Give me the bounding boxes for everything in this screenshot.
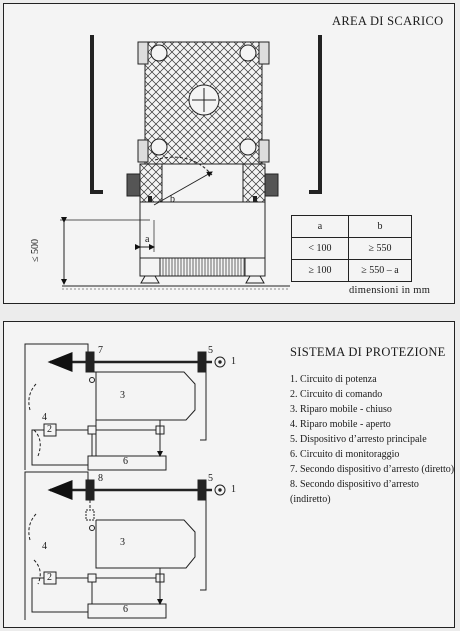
table-row: ≥ 100 ≥ 550 – a xyxy=(291,259,412,282)
diagram1-label-6: 6 xyxy=(123,456,128,467)
diagram2-label-6: 6 xyxy=(123,604,128,615)
diagram2-label-2: 2 xyxy=(47,572,52,583)
diagram2-label-3: 3 xyxy=(120,537,125,548)
table-cell: ≥ 100 xyxy=(291,259,349,282)
diagram1-label-1: 1 xyxy=(231,356,236,367)
legend-item: 5. Dispositivo d’arresto principale xyxy=(290,434,427,445)
legend-item: 6. Circuito di monitoraggio xyxy=(290,449,400,460)
table-cell: ≥ 550 – a xyxy=(348,259,412,282)
diagram1-label-4: 4 xyxy=(42,412,47,423)
height-dimension-label: ≤ 500 xyxy=(30,239,41,262)
legend-item: 4. Riparo mobile - aperto xyxy=(290,419,391,430)
dimension-table: a b < 100 ≥ 550 ≥ 100 ≥ 550 – a xyxy=(291,215,412,282)
table-row: < 100 ≥ 550 xyxy=(291,237,412,260)
legend-item: 3. Riparo mobile - chiuso xyxy=(290,404,392,415)
system-title: SISTEMA DI PROTEZIONE xyxy=(290,345,446,359)
diagram1-label-2: 2 xyxy=(47,424,52,435)
legend-list: 1. Circuito di potenza 2. Circuito di co… xyxy=(290,372,455,507)
area-title: AREA DI SCARICO xyxy=(332,14,444,28)
protection-diagram-1 xyxy=(24,343,226,471)
dimension-b-label: b xyxy=(170,194,175,205)
table-cell: ≥ 550 xyxy=(348,237,412,260)
legend-item: 1. Circuito di potenza xyxy=(290,374,377,385)
table-cell: < 100 xyxy=(291,237,349,260)
diagram2-label-1: 1 xyxy=(231,484,236,495)
legend-item: 8. Secondo dispositivo d’arresto (indire… xyxy=(290,479,419,505)
diagram1-label-5: 5 xyxy=(208,345,213,356)
table-header-a: a xyxy=(291,215,349,238)
diagram2-label-4: 4 xyxy=(42,541,47,552)
legend-item: 7. Secondo dispositivo d’arresto (dirett… xyxy=(290,464,455,475)
table-header-row: a b xyxy=(291,215,412,238)
unloading-area-drawing xyxy=(60,35,322,290)
table-header-b: b xyxy=(348,215,412,238)
diagram1-label-7: 7 xyxy=(98,345,103,356)
dimension-a-label: a xyxy=(145,234,150,245)
protection-diagram-2 xyxy=(24,471,226,620)
units-label: dimensioni in mm xyxy=(349,285,431,296)
legend-item: 2. Circuito di comando xyxy=(290,389,383,400)
diagram2-label-5: 5 xyxy=(208,473,213,484)
protection-system-panel xyxy=(3,321,455,628)
diagram1-label-3: 3 xyxy=(120,390,125,401)
diagram2-label-8: 8 xyxy=(98,473,103,484)
